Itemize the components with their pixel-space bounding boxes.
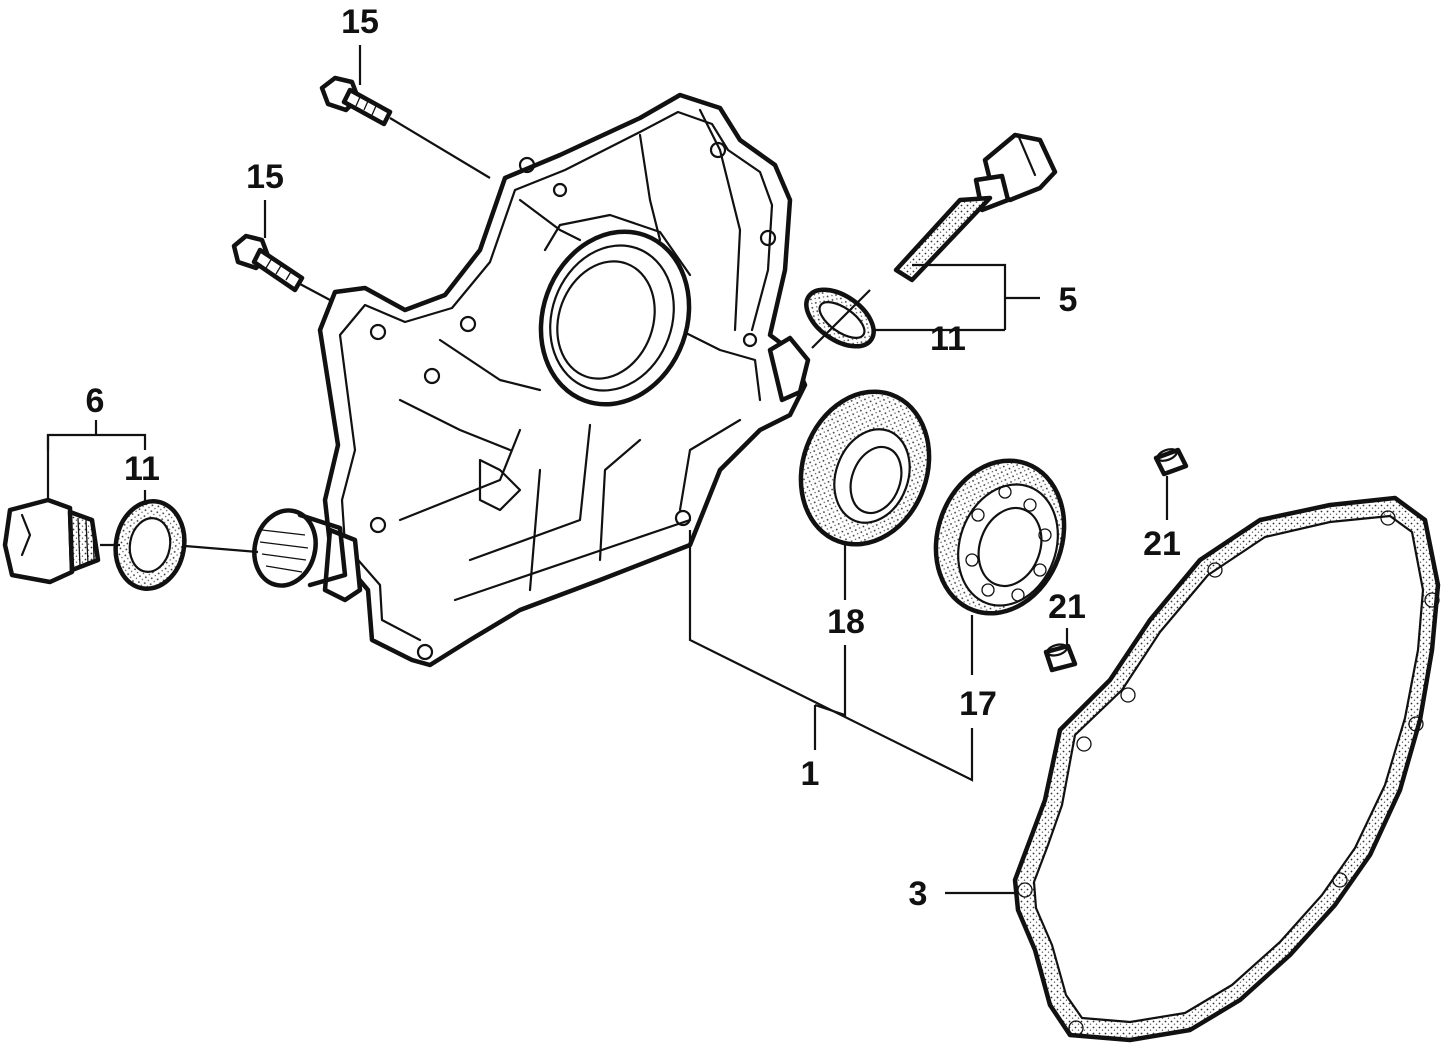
- oil-seal-part-18: [798, 389, 932, 547]
- callout-21-lower: 21: [1048, 588, 1086, 626]
- dowel-pin-part-21-upper: [1153, 447, 1189, 477]
- callout-6: 6: [86, 382, 105, 420]
- drain-plug-part-6: [2, 497, 101, 585]
- callout-1: 1: [801, 755, 820, 793]
- gasket-part-3: [1012, 495, 1441, 1043]
- callout-11-dipstick: 11: [930, 320, 966, 358]
- crankcase-cover-part-1: [317, 92, 811, 668]
- oil-dipstick-part-5: [893, 132, 1058, 283]
- callout-5: 5: [1059, 281, 1078, 319]
- flange-bolt-part-15-upper: [319, 75, 393, 127]
- callout-21-upper: 21: [1143, 525, 1181, 563]
- callout-labels: 1 3 5 6 11 11 15 15 17 18 21 21: [86, 3, 1181, 913]
- callout-18: 18: [827, 603, 865, 641]
- dowel-pin-part-21-lower: [1043, 643, 1078, 673]
- callout-3: 3: [909, 875, 928, 913]
- callout-15-upper: 15: [341, 3, 379, 41]
- drain-bushing: [252, 508, 348, 588]
- callout-17: 17: [959, 685, 997, 723]
- leader-lines: [46, 45, 1169, 895]
- flange-bolt-part-15-lower: [231, 233, 305, 293]
- o-ring-part-11-dipstick: [804, 287, 876, 349]
- ball-bearing-part-17: [933, 458, 1067, 616]
- callout-11-drain: 11: [124, 450, 160, 488]
- callout-15-lower: 15: [246, 158, 284, 196]
- sealing-washer-part-11-drain: [113, 499, 187, 591]
